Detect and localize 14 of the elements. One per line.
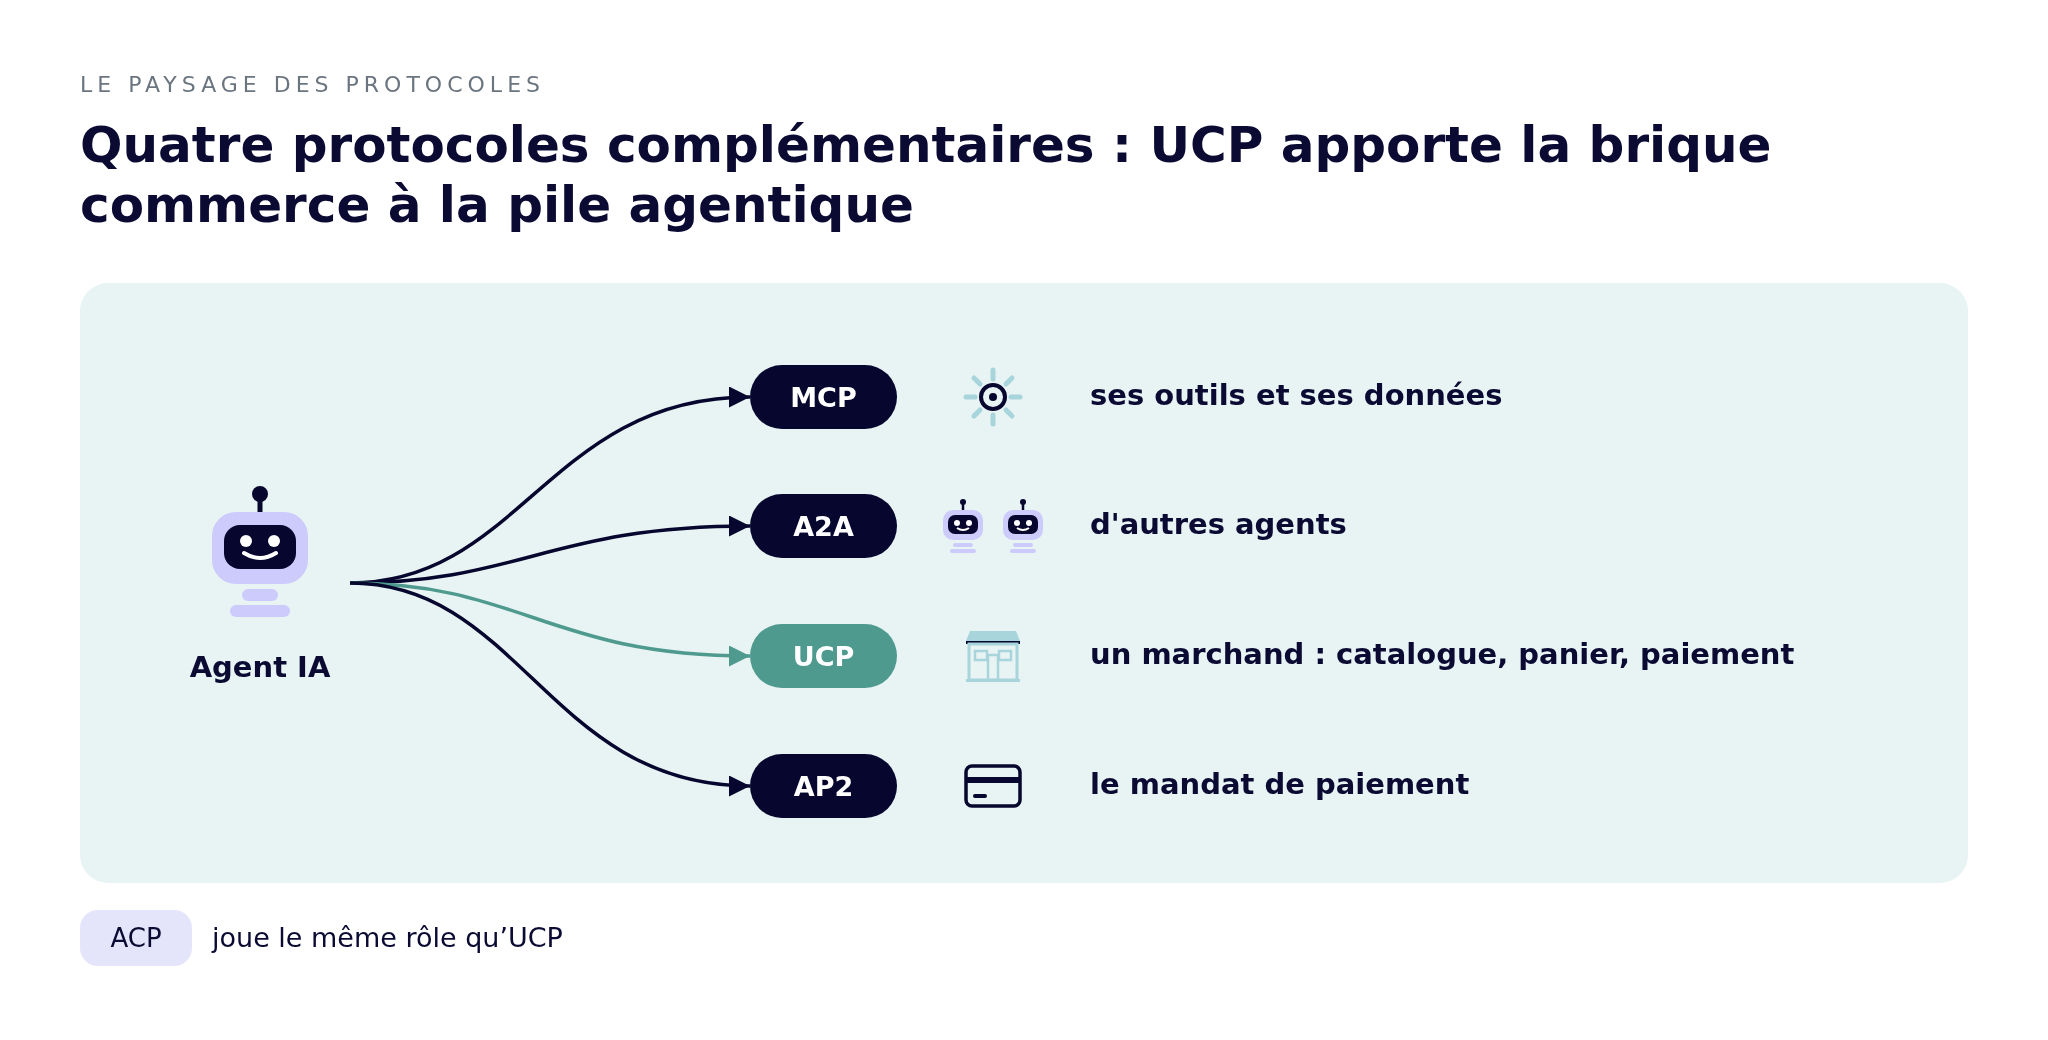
kicker-text: LE PAYSAGE DES PROTOCOLES [80,72,545,97]
protocol-pill: ACP [80,910,192,966]
note-text: joue le même rôle qu’UCP [212,922,563,953]
title: Quatre protocoles complémentaires : UCP apporte la brique commerce à la pile agentique [80,115,1773,235]
protocol-pill: MCP [750,365,897,429]
description-text: le mandat de paiement [1090,767,1470,801]
description-text: ses outils et ses données [1090,378,1503,412]
protocol-pill: AP2 [750,754,897,818]
arrow [349,581,751,795]
protocol-pill: A2A [750,494,897,558]
description-text: un marchand : catalogue, panier, paiement [1090,637,1795,671]
agent-label: Agent IA [188,650,332,684]
description-text: d'autres agents [1090,507,1347,541]
protocol-pill: UCP [750,624,897,688]
